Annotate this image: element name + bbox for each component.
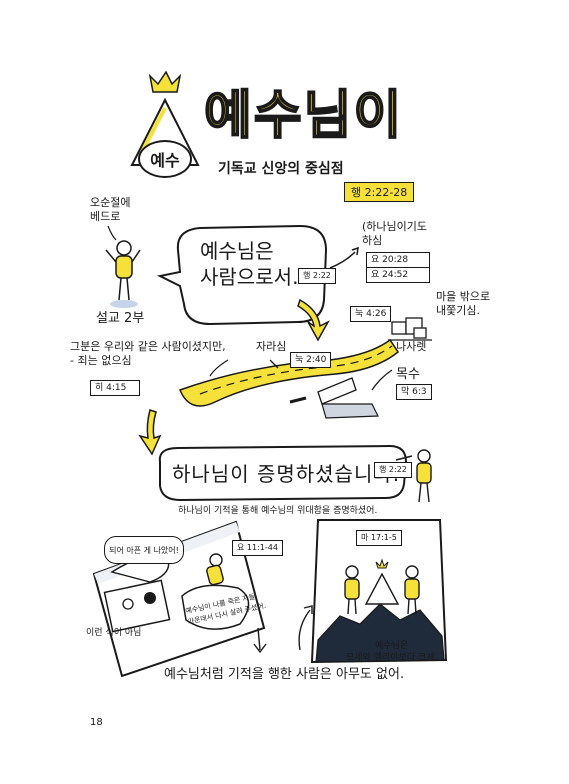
carpenter-ref: 막 6:3 (396, 384, 432, 400)
prayer-note: (하나님이기도 하심 (362, 220, 428, 247)
sinless-note: 그분은 우리와 같은 사람이셨지만, - 죄는 없으심 (70, 340, 226, 367)
grew-note: 자라심 (256, 340, 287, 353)
crown-icon (148, 70, 182, 93)
final-statement: 예수님처럼 기적을 행한 사람은 아무도 없어. (164, 667, 405, 682)
village-note: 마을 밖으로 내쫓기심. (436, 290, 491, 317)
prayer-ref-2: 요 24:52 (366, 267, 430, 283)
mountain-shape (315, 603, 445, 663)
speech-bubble-middle (158, 444, 408, 502)
nazareth-village (388, 317, 432, 341)
left-bubble: 되어 아픈 게 나았어! (104, 536, 184, 564)
peter-figure (105, 240, 141, 308)
left-caption: 이런 식이 아님 (86, 628, 142, 638)
yellow-arrow-down (297, 298, 330, 342)
prayer-ref-1: 요 20:28 (366, 252, 430, 268)
carpenter-tools (289, 377, 379, 419)
page-subtitle: 기독교 신앙의 중심점 (218, 161, 344, 177)
bubble-main-text: 예수님은 사람으로서… (200, 239, 312, 289)
sinless-ref: 히 4:15 (90, 380, 140, 396)
grew-ref: 눅 2:40 (290, 352, 332, 368)
right-caption: 예수님은 모세와 엘리야보다 크셔. (346, 641, 438, 663)
bubble-middle-text: 하나님이 증명하셨습니다. (172, 462, 401, 486)
elijah-figure (404, 565, 420, 615)
carpenter-note: 목수 (396, 367, 420, 382)
moses-figure (344, 565, 360, 615)
middle-caption: 하나님이 기적을 통해 예수님의 위대함을 증명하셨어. (178, 506, 378, 516)
peter-label: 설교 2부 (96, 311, 145, 326)
right-ref: 마 17:1-5 (356, 530, 402, 546)
road-path (179, 338, 400, 407)
peter-note: 오순절에 베드로 (90, 196, 131, 223)
badge-label: 예수 (150, 151, 180, 170)
left-bubble-text: 되어 아픈 게 나았어! (109, 545, 179, 555)
left-ref: 요 11:1-44 (232, 540, 283, 556)
scripture-tag: 행 2:22-28 (344, 182, 415, 202)
bubble-middle-ref: 행 2:22 (374, 462, 412, 478)
page-title: 예수님이 (203, 85, 404, 147)
yellow-arrow-down-left (138, 409, 162, 456)
badge-circle: 예수 (138, 140, 192, 178)
lazarus-figure (206, 553, 224, 586)
nazareth-label: 나사렛 (396, 340, 427, 353)
page-number: 18 (90, 717, 103, 728)
jesus-figure-right (416, 449, 432, 503)
village-ref: 눅 4:26 (350, 306, 392, 322)
bubble-main-ref: 행 2:22 (298, 268, 336, 284)
speech-bubble-main (156, 224, 328, 326)
